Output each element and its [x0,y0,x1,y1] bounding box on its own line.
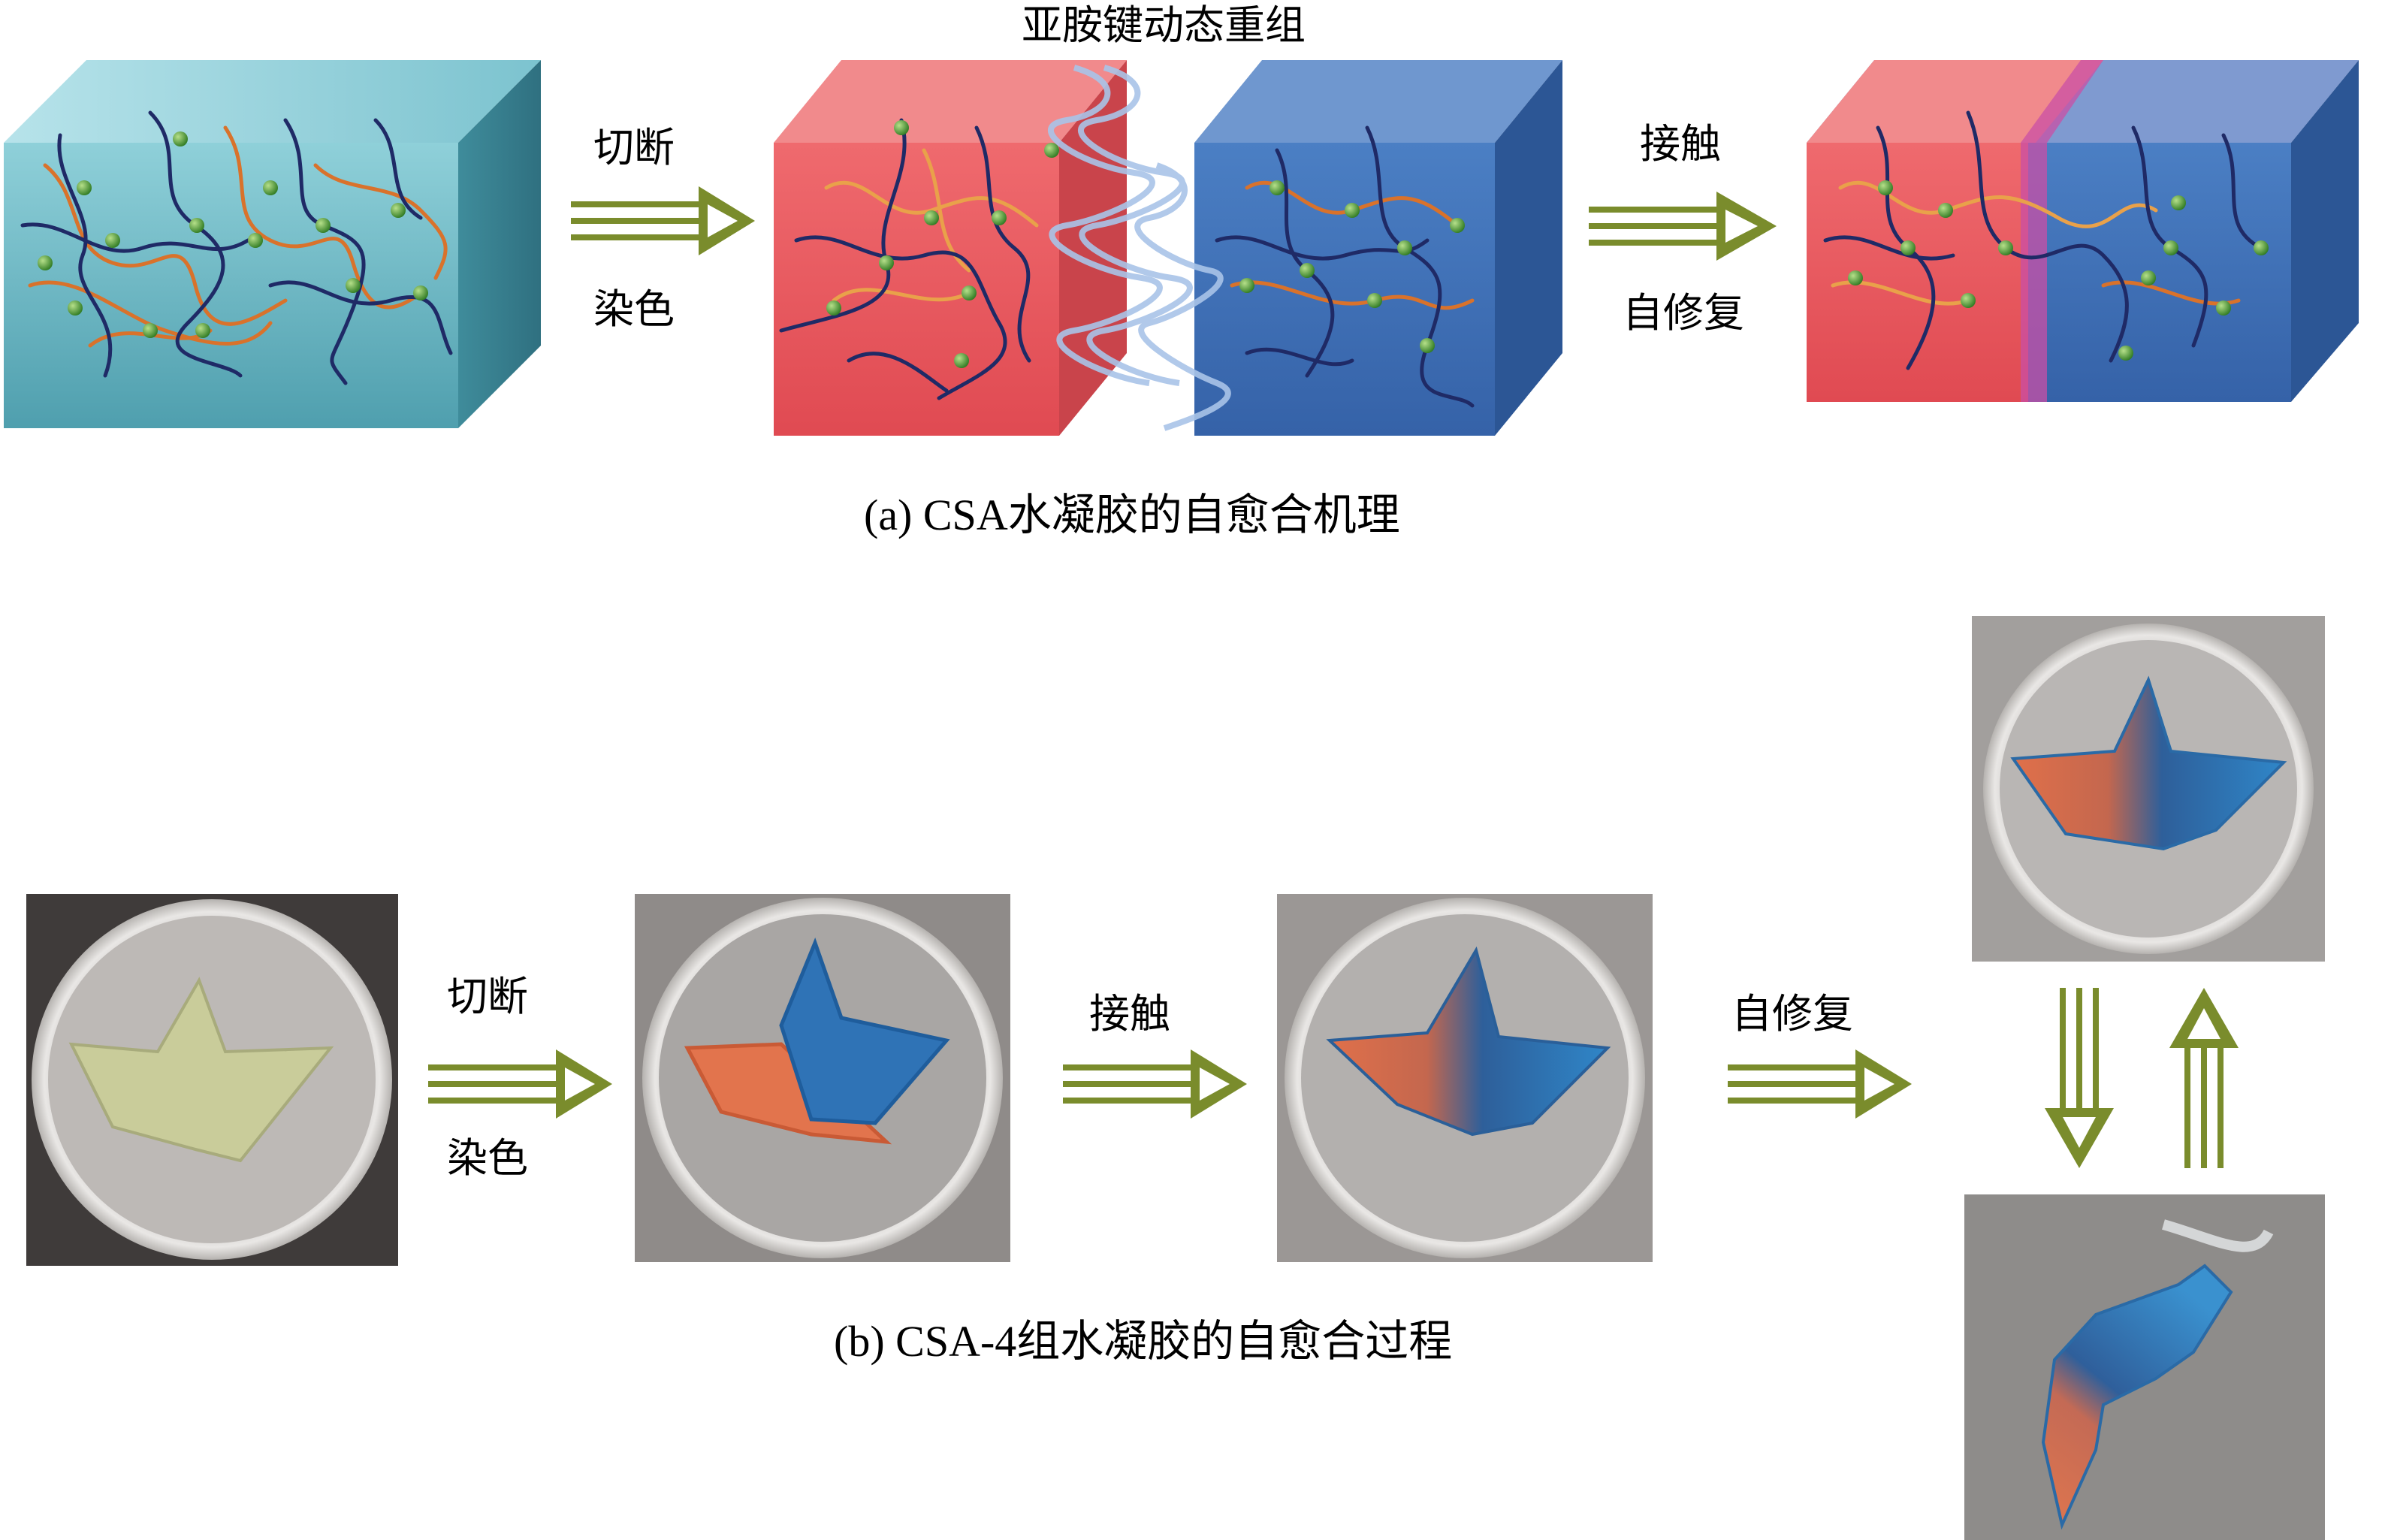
arrow-selfheal-b [1728,1049,1912,1119]
label-contact-a: 接触 [1640,120,1721,168]
caption-a: (a) CSA水凝胶的自愈合机理 [864,491,1400,539]
label-selfheal-b: 自修复 [1731,990,1853,1037]
photo-healed-lifted [1964,1194,2325,1540]
label-contact-b: 接触 [1089,990,1170,1037]
label-cut-a: 切断 [593,124,675,171]
arrow-contact-b [1063,1049,1247,1119]
photo-original-gel [26,894,398,1266]
label-dye-b: 染色 [447,1134,528,1182]
photo-cut-dyed-gel [635,894,1010,1262]
arrow-cut-dye [571,186,755,255]
hydrogel-cube-blue [1194,60,1562,436]
label-dye-a: 染色 [593,285,675,333]
label-imine-recombination: 亚胺键动态重组 [1022,2,1306,49]
label-selfheal-a: 自修复 [1623,289,1744,337]
arrow-contact-selfheal-a [1589,192,1777,261]
caption-b: (b) CSA-4组水凝胶的自愈合过程 [834,1317,1452,1366]
arrow-up [2169,988,2239,1168]
arrow-down [2045,988,2114,1168]
label-cut-b: 切断 [447,973,528,1020]
hydrogel-cube-healed [1807,60,2359,402]
photo-contact-gel [1277,894,1653,1262]
photo-healed-dish [1972,616,2325,962]
arrow-cut-dye-b [428,1049,612,1119]
